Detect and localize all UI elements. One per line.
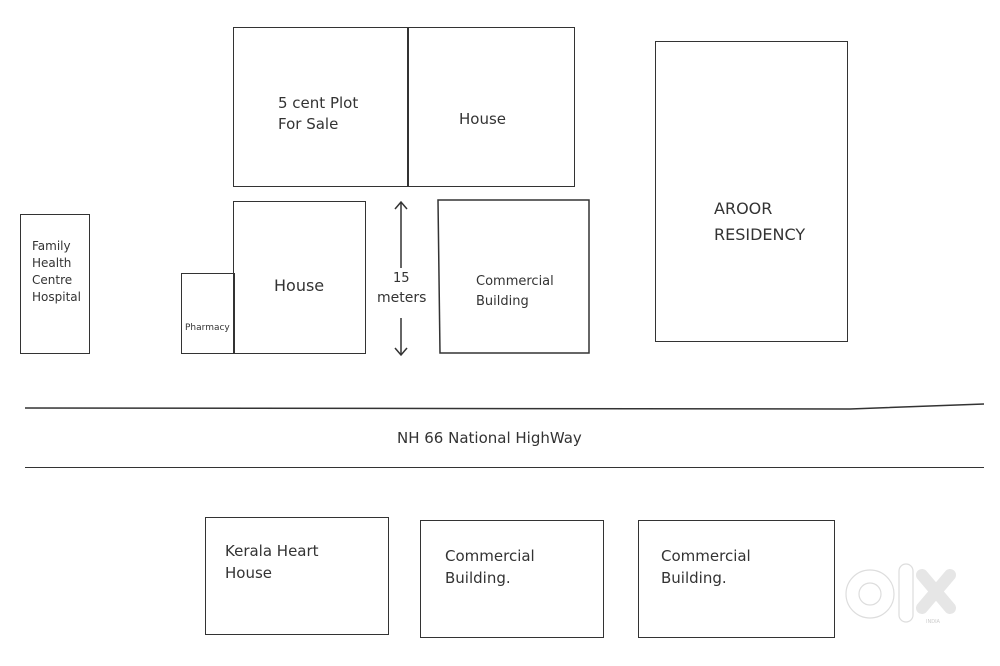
commercial-bottom-2-label: Commercial Building.	[661, 547, 751, 587]
highway-label: NH 66 National HighWay	[397, 429, 582, 447]
house-left	[233, 201, 366, 354]
kerala-heart-house	[205, 517, 389, 635]
plot-label-2: For Sale	[278, 115, 339, 133]
house-left-label: House	[274, 276, 325, 295]
house-top-label: House	[459, 110, 507, 128]
commercial-bottom-1-label: Commercial Building.	[445, 547, 535, 587]
aroor-label: AROOR RESIDENCY	[714, 199, 806, 244]
plot-label-1: 5 cent Plot	[278, 94, 359, 112]
house-top	[407, 27, 575, 187]
pharmacy-label: Pharmacy	[185, 323, 230, 333]
commercial-bottom-2	[638, 520, 835, 638]
commercial-bottom-1	[420, 520, 604, 638]
pharmacy	[181, 273, 235, 354]
commercial-top-label: Commercial Building	[476, 274, 554, 309]
highway-bottom-edge	[25, 467, 984, 468]
hospital	[20, 214, 90, 354]
aroor-residency	[655, 41, 848, 342]
kerala-heart-label: Kerala Heart House	[225, 542, 319, 582]
distance-value: 15	[393, 271, 410, 286]
hospital-label: Family Health Centre Hospital	[32, 239, 81, 304]
olx-region-text: INDIA	[926, 619, 941, 625]
plot-for-sale	[233, 27, 409, 187]
distance-unit: meters	[377, 290, 427, 306]
